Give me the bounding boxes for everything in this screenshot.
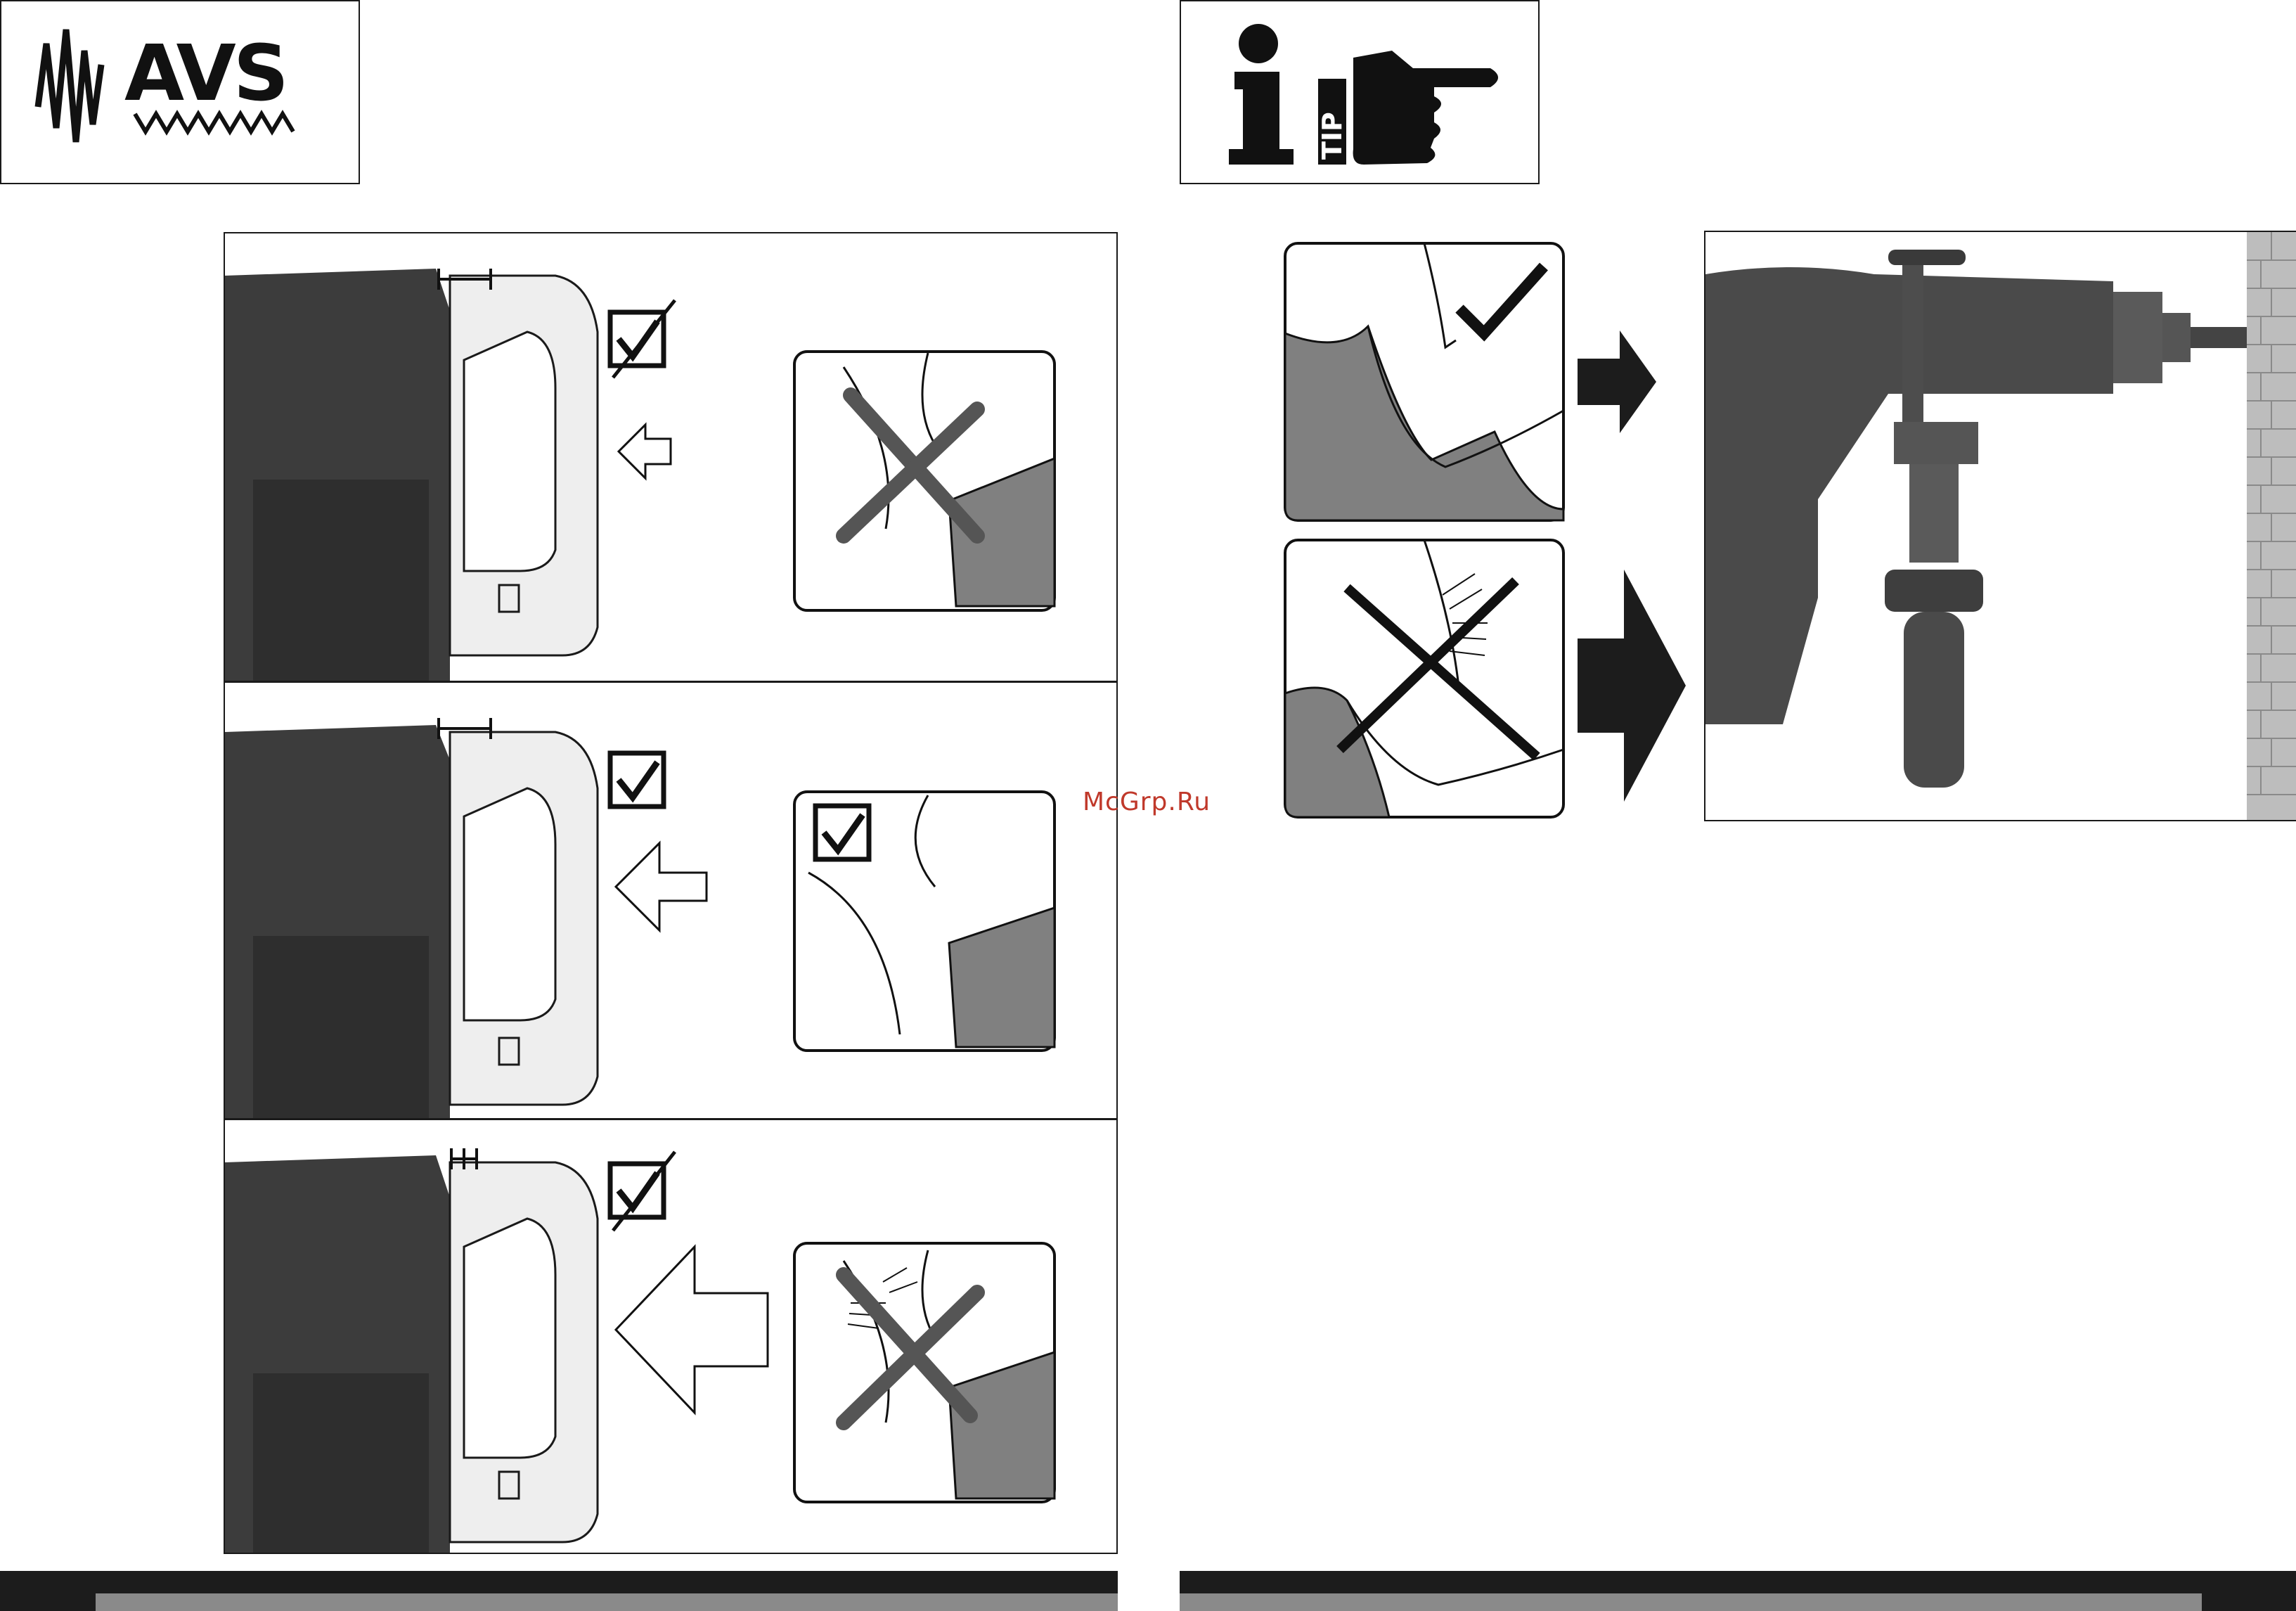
checkbox-checked-icon bbox=[610, 753, 664, 807]
arm-overstrain-icon bbox=[794, 1243, 1055, 1502]
watermark-text: McGrp.Ru bbox=[1083, 788, 1211, 816]
tip-box: TIP bbox=[1180, 0, 1540, 184]
subpanel-correct-pressure bbox=[225, 683, 1116, 1118]
crossed-checkbox-icon bbox=[610, 1152, 675, 1231]
medium-push-arrow-icon bbox=[616, 843, 707, 930]
avs-logo-box: AVS bbox=[0, 0, 360, 184]
subpanel-excessive-pressure bbox=[225, 1120, 1116, 1553]
arm-correct-icon bbox=[794, 792, 1055, 1051]
avs-logo: AVS bbox=[1, 1, 359, 183]
arm-bad-panel bbox=[1284, 539, 1565, 819]
small-push-arrow-icon bbox=[619, 425, 671, 478]
tip-badge: TIP bbox=[1181, 1, 1538, 183]
large-arrow-right-icon bbox=[1575, 568, 1689, 803]
drill-wall-panel bbox=[1704, 231, 2296, 821]
rotary-hammer-illustration bbox=[225, 269, 598, 681]
footer-stripe-left bbox=[96, 1593, 1118, 1611]
rotary-hammer-illustration bbox=[225, 725, 598, 1118]
rotary-hammer-side-view bbox=[1705, 250, 2247, 788]
footer-stripe-right bbox=[1180, 1593, 2202, 1611]
avs-logo-text: AVS bbox=[124, 28, 286, 118]
subpanel-light-pressure bbox=[225, 233, 1116, 681]
rotary-hammer-illustration bbox=[225, 1155, 598, 1553]
pointing-hand-icon bbox=[1353, 51, 1498, 165]
crossed-checkbox-icon bbox=[610, 300, 675, 378]
small-arrow-right-icon bbox=[1575, 329, 1659, 435]
arm-ok-panel bbox=[1284, 242, 1565, 522]
brick-wall bbox=[2247, 232, 2296, 820]
arm-strain-icon bbox=[794, 352, 1055, 610]
tip-text: TIP bbox=[1317, 112, 1348, 160]
large-push-arrow-icon bbox=[616, 1247, 768, 1413]
